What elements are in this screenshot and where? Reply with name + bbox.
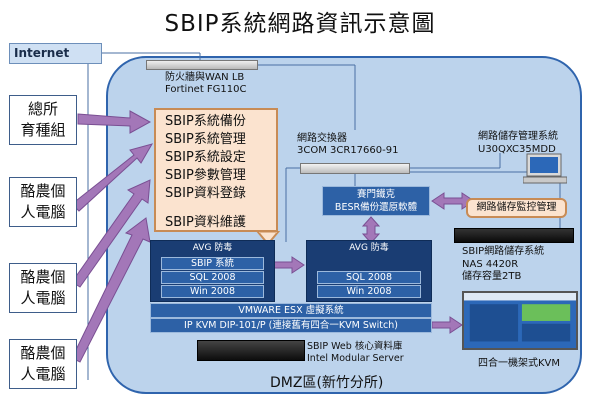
client-label: 酪農個 人電腦: [20, 344, 66, 383]
nas-line1: SBIP網路儲存系統: [462, 246, 545, 257]
client-hq-breeding: 總所 育種組: [9, 95, 77, 145]
switch-line2: 3COM 3CR17660-91: [297, 145, 399, 156]
kvm-arrow: [431, 316, 463, 334]
callout-gap: [165, 203, 276, 214]
firewall-line1: 防火牆與WAN LB: [165, 72, 245, 83]
firewall-line2: Fortinet FG110C: [165, 84, 247, 95]
backup-line2: BESR備份還原軟體: [334, 202, 418, 213]
vm-migration-arrow: [273, 256, 305, 274]
nas-device-icon: [454, 228, 574, 243]
function-item: SBIP系統備份: [165, 114, 246, 129]
switch-device-icon: [300, 163, 410, 174]
arrow-farmer-3: [71, 217, 151, 363]
server-line2: Intel Modular Server: [307, 353, 404, 364]
nas-manager-line1: 網路儲存管理系統: [478, 131, 558, 142]
ip-kvm-bar: IP KVM DIP-101/P (連接舊有四合一KVM Switch): [150, 318, 432, 333]
client-label: 酪農個 人電腦: [20, 182, 66, 221]
arrow-hq: [77, 110, 152, 134]
sbip-functions-callout: SBIP系統備份 SBIP系統管理 SBIP系統設定 SBIP參數管理 SBIP…: [154, 108, 278, 232]
backup-line1: 賽門鐵克: [356, 189, 395, 200]
vm-antivirus-label: AVG 防毒: [349, 243, 389, 253]
kvm-screen-icon: [462, 291, 578, 350]
server-line1: SBIP Web 核心資料庫: [307, 341, 403, 352]
nas-line3: 儲存容量2TB: [462, 271, 522, 282]
nas-manager-label: 網路儲存管理系統 U30QXC35MDD: [478, 130, 558, 156]
client-label: 酪農個 人電腦: [20, 268, 66, 307]
switch-line1: 網路交換器: [297, 133, 347, 144]
function-item: SBIP參數管理: [165, 168, 246, 183]
vm-sbip-system: AVG 防毒 SBIP 系統 SQL 2008 Win 2008: [150, 240, 275, 302]
vm-row: SQL 2008: [317, 271, 421, 284]
vm-row: Win 2008: [161, 285, 264, 298]
server-label: SBIP Web 核心資料庫 Intel Modular Server: [307, 341, 404, 365]
firewall-device-icon: [146, 60, 258, 70]
firewall-label: 防火牆與WAN LB Fortinet FG110C: [165, 72, 246, 96]
client-farmer-pc-1: 酪農個 人電腦: [9, 177, 77, 227]
nas-line2: NAS 4420R: [462, 258, 519, 270]
vm-row: SQL 2008: [161, 271, 264, 284]
diagram-title: SBIP系統網路資訊示意圖: [164, 11, 436, 37]
client-farmer-pc-2: 酪農個 人電腦: [9, 263, 77, 313]
client-arrows: [71, 110, 154, 363]
vm-database: AVG 防毒 SQL 2008 Win 2008: [306, 240, 432, 302]
arrow-farmer-1: [71, 143, 154, 212]
nas-label: SBIP網路儲存系統 NAS 4420R 儲存容量2TB: [462, 246, 544, 284]
dmz-label: DMZ區(新竹分所): [270, 375, 384, 391]
function-item: SBIP系統設定: [165, 150, 246, 165]
switch-label: 網路交換器 3COM 3CR17660-91: [297, 133, 398, 157]
vm-row: SBIP 系統: [161, 257, 264, 270]
vm-antivirus-label: AVG 防毒: [192, 243, 233, 253]
vm-row: Win 2008: [317, 285, 421, 298]
nas-manager-line2: U30QXC35MDD: [478, 144, 556, 155]
server-device-icon: [197, 340, 305, 361]
kvm-label: 四合一機架式KVM: [478, 358, 561, 369]
function-item: SBIP系統管理: [165, 132, 246, 147]
vmware-esx-bar: VMWARE ESX 虛擬系統: [150, 303, 432, 318]
computer-icon: [523, 153, 567, 184]
backup-software-box: 賽門鐵克 BESR備份還原軟體: [322, 186, 430, 216]
client-farmer-pc-3: 酪農個 人電腦: [9, 339, 77, 389]
function-item: SBIP資料登錄: [165, 186, 246, 201]
arrow-farmer-2: [71, 179, 151, 288]
function-item: SBIP資料維護: [165, 215, 246, 230]
internet-label: Internet: [9, 43, 102, 64]
nas-monitor-box: 網路儲存監控管理: [466, 198, 567, 218]
client-label: 總所 育種組: [20, 100, 66, 139]
